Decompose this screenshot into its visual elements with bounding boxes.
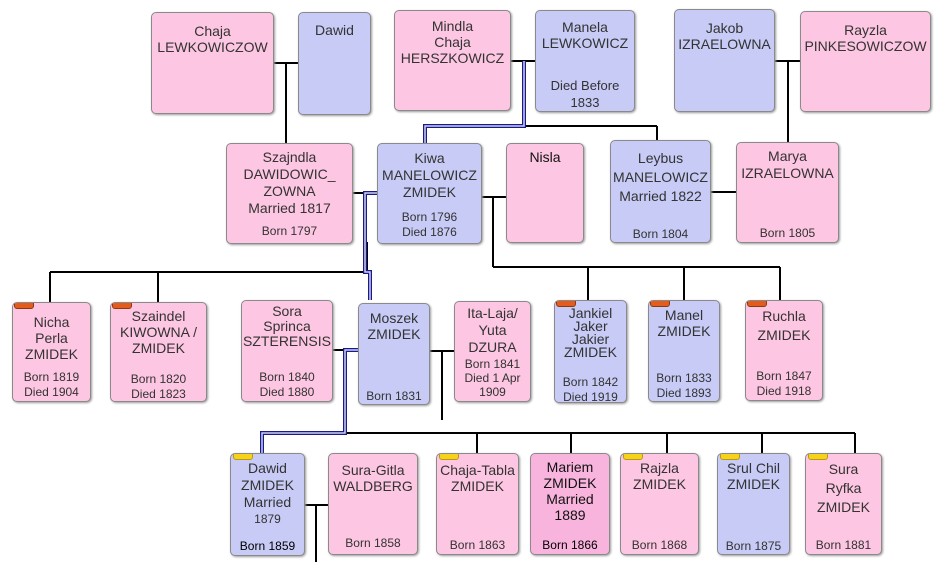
person-name: Nisla — [529, 149, 561, 165]
person-year: 1879 — [254, 512, 281, 526]
person-nisla[interactable]: Nisla — [506, 143, 584, 243]
person-dates: Born 1841 Died 1 Apr 1909 — [464, 357, 521, 399]
person-name: Chaja LEWKOWICZOW — [157, 23, 268, 55]
person-dates: Born 1868 — [631, 538, 688, 552]
person-srul-chil[interactable]: Srul Chil ZMIDEK Born 1875 — [717, 453, 790, 555]
person-dates: Born 1840 Died 1880 — [259, 370, 315, 399]
person-dates: Died Before 1833 — [550, 78, 620, 110]
marker-tab — [808, 454, 828, 460]
person-jankiel-zmidek[interactable]: Jankiel Jaker Jakier ZMIDEK Born 1842 Di… — [554, 300, 627, 403]
person-dates: Born 1858 — [345, 536, 401, 550]
person-name: Mariem ZMIDEK Married 1889 — [543, 459, 597, 523]
person-name: Sura Ryfka ZMIDEK — [817, 461, 870, 515]
person-name: Sora Sprinca SZTERENSIS — [243, 303, 331, 349]
person-ruchla-zmidek[interactable]: Ruchla ZMIDEK Born 1847 Died 1918 — [745, 300, 823, 401]
person-name: Jakob IZRAELOWNA — [678, 20, 771, 52]
marker-tab — [556, 301, 576, 307]
marker-tab — [439, 454, 459, 460]
person-rayzla-pinkesowiczow[interactable]: Rayzla PINKESOWICZOW — [800, 11, 931, 112]
person-ita-laja[interactable]: Ita-Laja/ Yuta DZURA Born 1841 Died 1 Ap… — [454, 301, 531, 402]
person-dates: Born 1859 — [239, 539, 296, 553]
person-rajzla-zmidek[interactable]: Rajzla ZMIDEK Born 1868 — [620, 453, 699, 555]
person-szajndla[interactable]: Szajndla DAWIDOWIC_ ZOWNA Married 1817 B… — [226, 143, 353, 244]
person-name: Manela LEWKOWICZ — [541, 19, 629, 51]
person-name: Kiwa MANELOWICZ ZMIDEK — [382, 150, 477, 200]
person-name: Leybus MANELOWICZ Married 1822 — [613, 150, 708, 204]
person-manela-lewkowicz[interactable]: Manela LEWKOWICZ Died Before 1833 — [535, 10, 635, 112]
person-name: Ita-Laja/ Yuta DZURA — [467, 305, 518, 355]
person-jakob-izraelowna[interactable]: Jakob IZRAELOWNA — [674, 9, 775, 112]
person-manel-zmidek[interactable]: Manel ZMIDEK Born 1833 Died 1893 — [648, 300, 720, 402]
person-name: Rajzla ZMIDEK — [633, 460, 686, 492]
person-dates: Born 1804 — [632, 227, 689, 241]
person-dates: Born 1819 Died 1904 — [23, 370, 80, 399]
person-mindla-chaja[interactable]: Mindla Chaja HERSZKOWICZ — [394, 10, 511, 111]
marker-tab — [720, 454, 740, 460]
marker-tab — [623, 454, 643, 460]
person-name: Szaindel KIWOWNA / ZMIDEK — [120, 308, 197, 356]
person-dates: Born 1833 Died 1893 — [656, 371, 712, 400]
person-name: Sura-Gitla WALDBERG — [333, 462, 413, 494]
person-name: Srul Chil ZMIDEK — [727, 460, 780, 492]
person-dates: Born 1863 — [449, 538, 506, 552]
person-nicha-perla[interactable]: Nicha Perla ZMIDEK Born 1819 Died 1904 — [12, 302, 91, 402]
marker-tab — [233, 454, 253, 460]
person-name: Dawid — [315, 22, 354, 38]
person-dates: Born 1847 Died 1918 — [756, 369, 812, 398]
person-szaindel-kiwowna[interactable]: Szaindel KIWOWNA / ZMIDEK Born 1820 Died… — [110, 302, 207, 402]
person-chaja-tabla[interactable]: Chaja-Tabla ZMIDEK Born 1863 — [436, 453, 519, 555]
person-name: Ruchla ZMIDEK — [757, 308, 811, 343]
person-chaja-lewkowiczow[interactable]: Chaja LEWKOWICZOW — [151, 12, 274, 114]
person-name: Chaja-Tabla ZMIDEK — [440, 462, 515, 494]
person-dates: Born 1866 — [542, 538, 598, 552]
person-kiwa-zmidek[interactable]: Kiwa MANELOWICZ ZMIDEK Born 1796 Died 18… — [377, 143, 482, 244]
person-marya-izraelowna[interactable]: Marya IZRAELOWNA Born 1805 — [736, 142, 839, 243]
person-name: Rayzla PINKESOWICZOW — [804, 22, 927, 54]
person-moszek-zmidek[interactable]: Moszek ZMIDEK Born 1831 — [358, 303, 430, 405]
person-name: Marya IZRAELOWNA — [741, 148, 834, 181]
person-name: Jankiel Jaker Jakier ZMIDEK — [564, 305, 617, 360]
person-sura-ryfka[interactable]: Sura Ryfka ZMIDEK Born 1881 — [805, 453, 882, 555]
person-dates: Born 1805 — [759, 226, 816, 240]
person-leybus-manelowicz[interactable]: Leybus MANELOWICZ Married 1822 Born 1804 — [610, 140, 711, 243]
marker-tab — [650, 301, 670, 307]
person-name: Dawid ZMIDEK Married — [241, 460, 294, 510]
person-sura-gitla[interactable]: Sura-Gitla WALDBERG Born 1858 — [328, 453, 418, 555]
person-dates: Born 1875 — [725, 539, 782, 553]
person-dawid[interactable]: Dawid — [298, 12, 371, 115]
person-dates: Born 1796 Died 1876 — [401, 210, 458, 239]
person-name: Szajndla DAWIDOWIC_ ZOWNA Married 1817 — [243, 149, 336, 216]
person-name: Nicha Perla ZMIDEK — [25, 314, 78, 362]
person-mariem-zmidek[interactable]: Mariem ZMIDEK Married 1889 Born 1866 — [530, 453, 610, 555]
person-dates: Born 1820 Died 1823 — [130, 372, 187, 401]
person-dates: Born 1831 — [366, 389, 422, 403]
person-dates: Born 1881 — [815, 538, 872, 552]
marker-tab — [14, 303, 34, 309]
person-dates: Born 1842 Died 1919 — [562, 375, 619, 403]
person-dawid-zmidek[interactable]: Dawid ZMIDEK Married 1879 Born 1859 — [230, 453, 305, 556]
marker-tab — [747, 301, 767, 307]
person-name: Moszek ZMIDEK — [367, 310, 421, 342]
lineage-path — [363, 191, 377, 300]
person-sora-sprinca[interactable]: Sora Sprinca SZTERENSIS Born 1840 Died 1… — [241, 300, 333, 402]
person-name: Manel ZMIDEK — [657, 307, 711, 339]
person-dates: Born 1797 — [261, 224, 318, 238]
marker-tab — [112, 303, 132, 309]
person-name: Mindla Chaja HERSZKOWICZ — [400, 18, 505, 66]
